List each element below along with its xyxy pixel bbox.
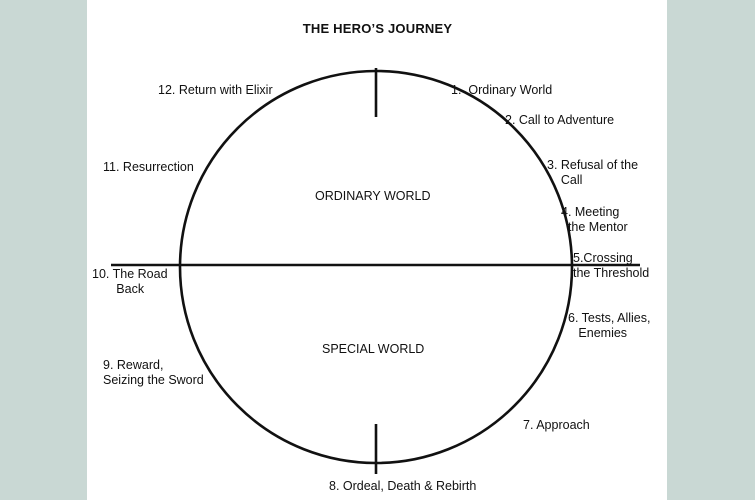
stage-12-label: 12. Return with Elixir	[158, 83, 273, 97]
stage-7-label: 7. Approach	[523, 418, 590, 432]
region-special-world: SPECIAL WORLD	[322, 342, 425, 356]
stage-11-label: 11. Resurrection	[103, 160, 194, 174]
stage-8-label: 8. Ordeal, Death & Rebirth	[329, 479, 477, 493]
stage-9-label: 9. Reward, Seizing the Sword	[103, 358, 204, 387]
diagram-title: THE HERO’S JOURNEY	[302, 21, 453, 36]
stage-1-label: 1. Ordinary World	[451, 83, 553, 97]
stage-5-label: 5.Crossing the Threshold	[573, 251, 650, 280]
journey-circle	[178, 69, 574, 465]
stage-4-label: 4. Meeting the Mentor	[561, 205, 628, 234]
stage-6-label: 6. Tests, Allies, Enemies	[568, 311, 651, 340]
region-ordinary-world: ORDINARY WORLD	[315, 189, 431, 203]
stage-3-label: 3. Refusal of the Call	[547, 158, 639, 187]
stage-2-label: 2. Call to Adventure	[505, 113, 615, 127]
stage-10-label: 10. The Road Back	[92, 267, 168, 296]
